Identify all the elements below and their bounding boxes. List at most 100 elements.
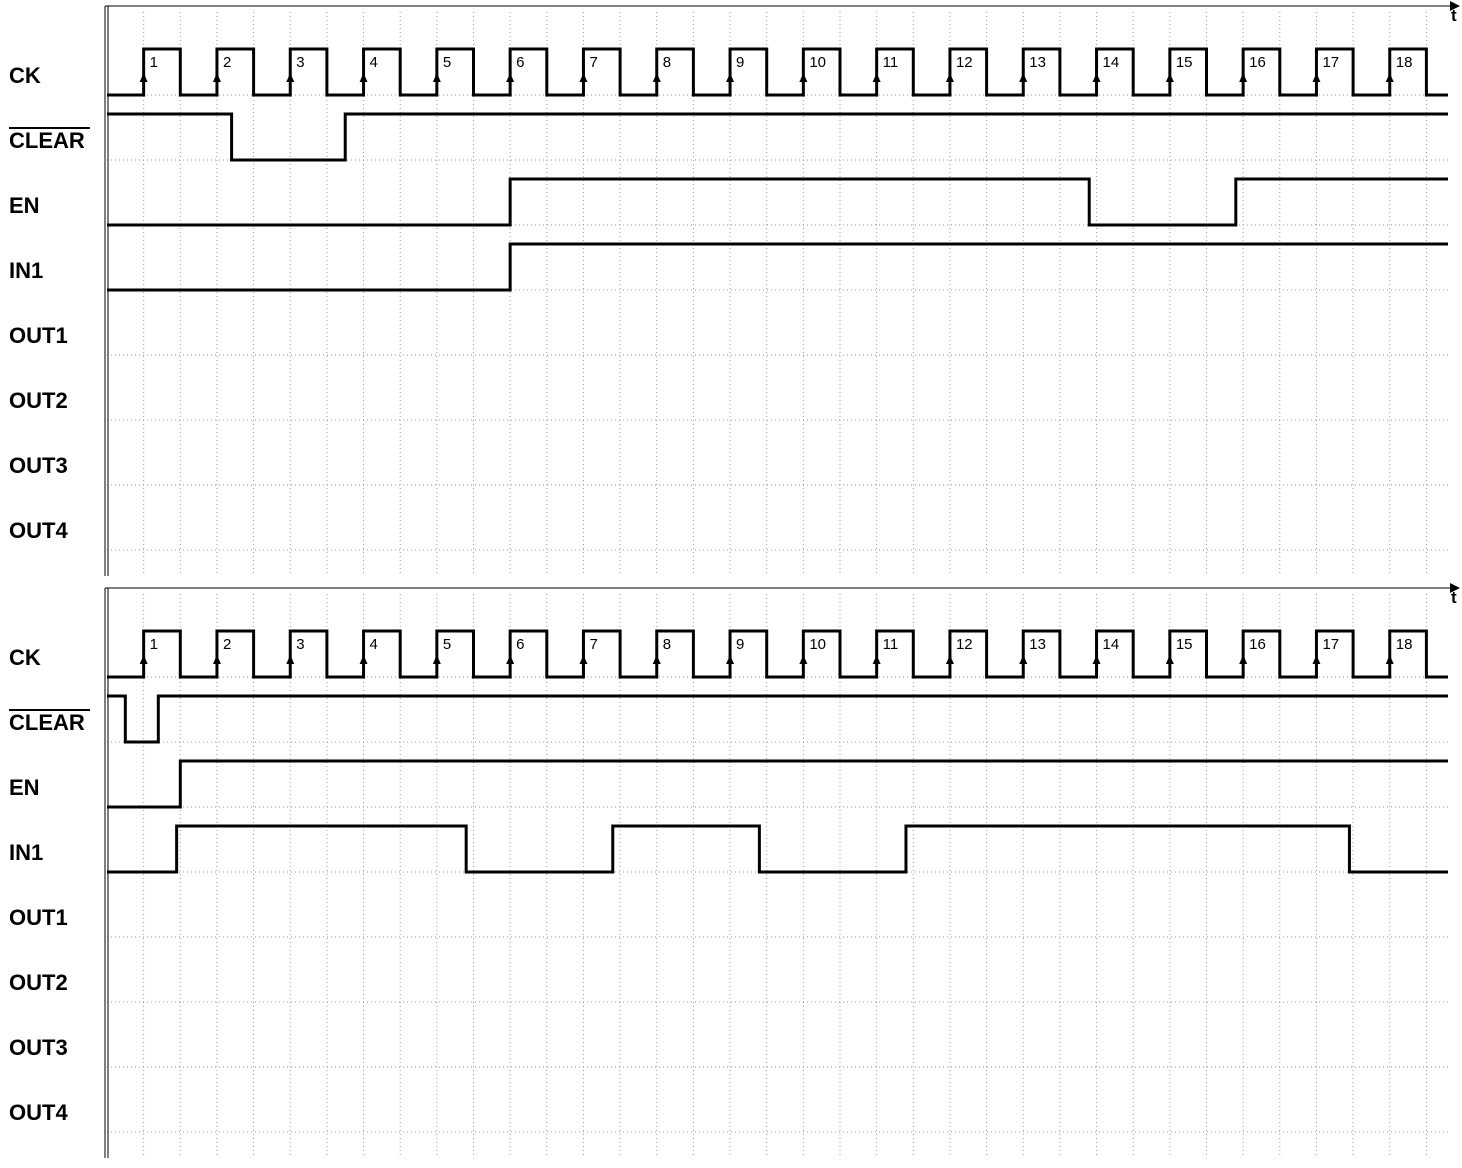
signal-label: OUT4 — [9, 518, 68, 543]
rising-edge-arrow — [1239, 73, 1248, 82]
cycle-number: 9 — [736, 636, 744, 653]
signal-label: OUT1 — [9, 323, 68, 348]
rising-edge-arrow — [1019, 655, 1028, 664]
signal-waveform-in1 — [107, 242, 1448, 292]
cycle-number: 14 — [1103, 54, 1120, 71]
grid — [107, 594, 1448, 1156]
signal-row-in1: IN1 — [9, 824, 1448, 874]
signal-row-out2: OUT2 — [9, 970, 68, 995]
rising-edge-arrow — [1239, 655, 1248, 664]
rising-edge-arrow — [799, 73, 808, 82]
cycle-number: 8 — [663, 54, 671, 71]
cycle-number: 14 — [1103, 636, 1120, 653]
rising-edge-arrow — [432, 655, 441, 664]
rising-edge-arrow — [945, 655, 954, 664]
rising-edge-arrow — [359, 73, 368, 82]
rising-edge-arrow — [286, 655, 295, 664]
signal-row-out3: OUT3 — [9, 1035, 68, 1060]
cycle-number: 4 — [370, 636, 378, 653]
rising-edge-arrow — [1385, 73, 1394, 82]
cycle-number: 18 — [1396, 636, 1413, 653]
cycle-number: 13 — [1029, 636, 1046, 653]
cycle-number: 7 — [589, 636, 597, 653]
signal-label: OUT1 — [9, 905, 68, 930]
cycle-number: 9 — [736, 54, 744, 71]
signal-label: IN1 — [9, 258, 43, 283]
cycle-number: 16 — [1249, 636, 1266, 653]
signal-label: OUT2 — [9, 970, 68, 995]
cycle-number: 5 — [443, 54, 451, 71]
rising-edge-arrow — [652, 655, 661, 664]
signal-label: OUT2 — [9, 388, 68, 413]
rising-edge-arrow — [506, 73, 515, 82]
signal-label: EN — [9, 193, 40, 218]
cycle-number: 11 — [883, 54, 899, 71]
signal-row-clear: CLEAR — [9, 112, 1448, 162]
time-axis-label: t — [1451, 588, 1457, 607]
cycle-number: 17 — [1322, 636, 1339, 653]
signal-label: OUT3 — [9, 1035, 68, 1060]
rising-edge-arrow — [1312, 73, 1321, 82]
cycle-number: 13 — [1029, 54, 1046, 71]
rising-edge-arrow — [139, 73, 148, 82]
signal-row-out2: OUT2 — [9, 388, 68, 413]
cycle-number: 11 — [883, 636, 899, 653]
signal-row-clear: CLEAR — [9, 694, 1448, 744]
signal-label: OUT4 — [9, 1100, 68, 1125]
cycle-number: 17 — [1322, 54, 1339, 71]
rising-edge-arrow — [799, 655, 808, 664]
rising-edge-arrow — [286, 73, 295, 82]
rising-edge-arrow — [1092, 73, 1101, 82]
clock-waveform — [107, 47, 1448, 97]
cycle-number: 7 — [589, 54, 597, 71]
rising-edge-arrow — [945, 73, 954, 82]
signal-row-out3: OUT3 — [9, 453, 68, 478]
signal-label: CLEAR — [9, 128, 85, 153]
rising-edge-arrow — [726, 73, 735, 82]
cycle-number: 2 — [223, 54, 231, 71]
cycle-number: 12 — [956, 54, 973, 71]
signal-row-out1: OUT1 — [9, 323, 68, 348]
rising-edge-arrow — [652, 73, 661, 82]
signal-label: IN1 — [9, 840, 43, 865]
cycle-number: 8 — [663, 636, 671, 653]
rising-edge-arrow — [506, 655, 515, 664]
time-axis-arrow — [1450, 1, 1460, 11]
rising-edge-arrow — [1019, 73, 1028, 82]
cycle-number: 16 — [1249, 54, 1266, 71]
time-axis-arrow — [1450, 583, 1460, 593]
signal-label: CK — [9, 645, 41, 670]
cycle-number: 1 — [150, 636, 158, 653]
cycle-number: 6 — [516, 636, 524, 653]
grid — [107, 12, 1448, 574]
rising-edge-arrow — [139, 655, 148, 664]
cycle-number: 10 — [809, 636, 826, 653]
rising-edge-arrow — [359, 655, 368, 664]
cycle-number: 3 — [296, 54, 304, 71]
signal-row-en: EN — [9, 759, 1448, 809]
signal-row-out4: OUT4 — [9, 1100, 68, 1125]
signal-waveform-en — [107, 759, 1448, 809]
signal-waveform-clear — [107, 694, 1448, 744]
rising-edge-arrow — [212, 73, 221, 82]
rising-edge-arrow — [872, 655, 881, 664]
signal-waveform-en — [107, 177, 1448, 227]
cycle-number: 4 — [370, 54, 378, 71]
cycle-number: 2 — [223, 636, 231, 653]
signal-label: OUT3 — [9, 453, 68, 478]
cycle-number: 5 — [443, 636, 451, 653]
signal-row-out1: OUT1 — [9, 905, 68, 930]
rising-edge-arrow — [726, 655, 735, 664]
signal-row-out4: OUT4 — [9, 518, 68, 543]
cycle-number: 15 — [1176, 636, 1193, 653]
rising-edge-arrow — [1385, 655, 1394, 664]
cycle-number: 10 — [809, 54, 826, 71]
signal-label: CK — [9, 63, 41, 88]
rising-edge-arrow — [579, 73, 588, 82]
rising-edge-arrow — [1312, 655, 1321, 664]
signal-waveform-clear — [107, 112, 1448, 162]
